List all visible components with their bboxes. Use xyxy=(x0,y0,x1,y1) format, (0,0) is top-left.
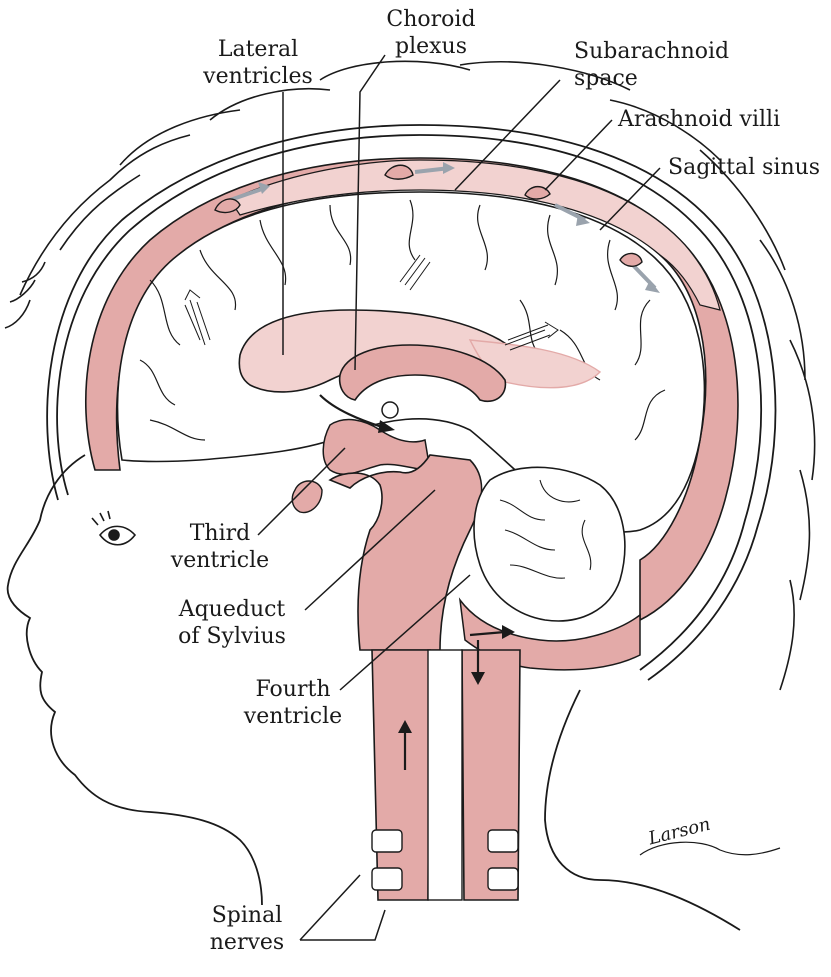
label-choroid-plexus: Choroid plexus xyxy=(386,6,476,60)
label-aqueduct-of-sylvius: Aqueduct of Sylvius xyxy=(172,596,292,650)
label-third-ventricle: Third ventricle xyxy=(170,520,270,574)
cerebellum xyxy=(474,467,625,621)
spinal-canal-posterior xyxy=(462,650,520,900)
leader-spinal-nerves-b xyxy=(300,910,385,940)
eye xyxy=(92,511,135,545)
label-lateral-ventricles: Lateral ventricles xyxy=(198,36,318,90)
leader-spinal-nerves-a xyxy=(300,875,360,940)
interventricular-foramen xyxy=(382,402,398,418)
label-sagittal-sinus: Sagittal sinus xyxy=(668,154,820,181)
label-spinal-nerves: Spinal nerves xyxy=(202,902,292,956)
third-ventricle-region xyxy=(323,420,430,475)
label-arachnoid-villi: Arachnoid villi xyxy=(618,106,780,133)
brainstem xyxy=(330,455,482,650)
leader-third-ventricle xyxy=(258,448,345,535)
spinal-cord xyxy=(428,650,462,900)
label-fourth-ventricle: Fourth ventricle xyxy=(238,676,348,730)
spinal-canal-anterior xyxy=(372,650,430,900)
label-subarachnoid-space: Subarachnoid space xyxy=(574,38,729,92)
neck-back xyxy=(545,690,740,930)
